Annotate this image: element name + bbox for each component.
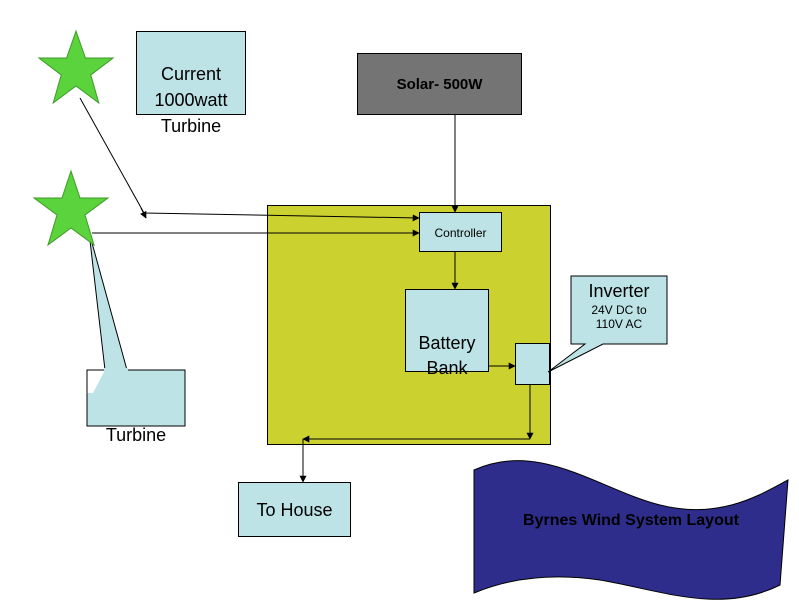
star-icon — [32, 169, 110, 247]
future-turbine-callout — [87, 370, 185, 426]
battery-bank-label: Battery Bank — [418, 333, 476, 378]
title-banner — [473, 460, 789, 600]
controller-box: Controller — [419, 212, 502, 252]
star-icon — [37, 29, 115, 105]
house-label: To House — [256, 500, 333, 520]
solar-box: Solar- 500W — [357, 53, 522, 115]
inverter-box — [515, 343, 550, 385]
solar-label: Solar- 500W — [396, 76, 483, 93]
inverter-callout-text: Inverter 24V DC to 110V AC — [571, 276, 667, 344]
current-turbine-label: Current 1000watt Turbine — [154, 64, 228, 136]
current-turbine-line — [79, 97, 420, 222]
current-turbine-box: Current 1000watt Turbine — [136, 31, 246, 136]
battery-bank-box: Battery Bank — [405, 289, 489, 378]
controller-label: Controller — [434, 226, 487, 240]
inverter-description: 24V DC to 110V AC — [591, 303, 647, 331]
inverter-title: Inverter — [588, 281, 650, 301]
diagram-title: Byrnes Wind System Layout — [523, 512, 739, 529]
inverter-callout — [547, 275, 668, 373]
house-box: To House — [238, 482, 351, 537]
